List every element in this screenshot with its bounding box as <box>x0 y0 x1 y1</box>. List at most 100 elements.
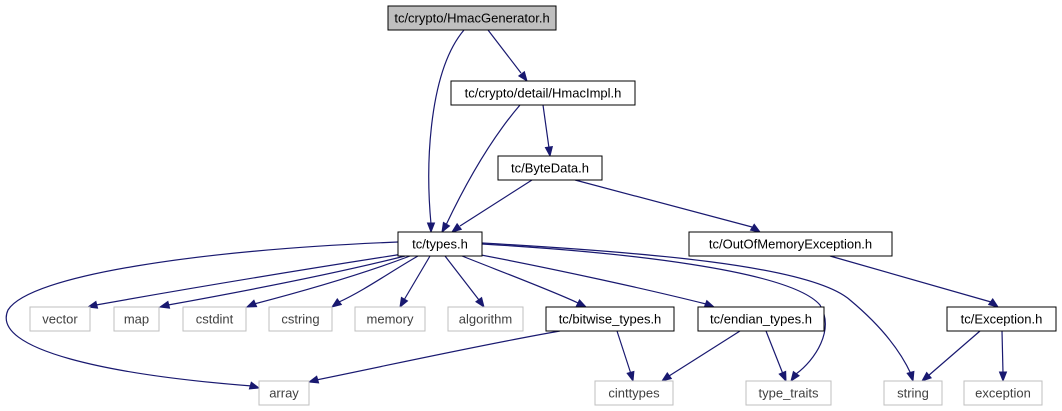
arrow-head-icon <box>790 370 800 383</box>
node-box <box>113 306 160 332</box>
node-label: exception <box>975 386 1031 401</box>
node-label: vector <box>42 312 78 327</box>
node-cstdint: cstdint <box>182 306 247 332</box>
edge-types-to-vector <box>86 253 404 309</box>
arrow-head-icon <box>158 300 171 309</box>
node-box <box>447 306 524 332</box>
arrow-head-icon <box>906 370 915 383</box>
arrow-head-icon <box>703 299 716 308</box>
edge-types-to-cstdint <box>245 255 411 308</box>
arrow-head-icon <box>441 221 451 234</box>
edge-line <box>403 255 431 301</box>
edge-bytedata-to-oom <box>574 179 762 233</box>
node-label: cstdint <box>196 312 234 327</box>
node-label: type_traits <box>759 386 819 401</box>
edge-root-to-types <box>426 29 465 234</box>
arrow-head-icon <box>626 370 635 383</box>
node-type-traits: type_traits <box>745 380 832 406</box>
edge-line <box>428 29 465 225</box>
edge-bytedata-to-types <box>450 179 533 233</box>
edge-types-to-array <box>5 241 399 390</box>
arrow-head-icon <box>245 299 258 308</box>
node-box <box>387 5 557 31</box>
node-bytedata[interactable]: tc/ByteData.h <box>497 155 603 181</box>
edge-bitwise-to-array <box>307 330 561 384</box>
edge-types-to-map <box>158 255 406 309</box>
arrow-head-icon <box>399 296 409 309</box>
edge-line <box>95 253 404 306</box>
node-box <box>745 380 832 406</box>
edge-line <box>167 255 406 306</box>
node-box <box>963 380 1043 406</box>
arrow-head-icon <box>307 375 320 384</box>
node-box <box>29 306 91 332</box>
node-cinttypes: cinttypes <box>594 380 674 406</box>
edge-line <box>253 255 411 305</box>
edge-endian-to-cinttypes <box>660 330 741 382</box>
edge-types-to-type_traits <box>481 243 826 383</box>
node-map: map <box>113 306 160 332</box>
arrow-head-icon <box>475 296 485 309</box>
node-label: string <box>897 386 929 401</box>
arrow-head-icon <box>778 370 787 383</box>
node-label: tc/types.h <box>412 237 468 252</box>
edge-line <box>1001 330 1004 374</box>
node-exception-h[interactable]: tc/Exception.h <box>946 306 1057 332</box>
node-box <box>268 306 333 332</box>
edge-line <box>481 242 912 375</box>
edge-root-to-hmacimpl <box>487 29 528 83</box>
edge-line <box>765 330 784 375</box>
node-label: tc/bitwise_types.h <box>559 312 662 327</box>
edge-line <box>616 330 632 375</box>
node-cstring: cstring <box>268 306 333 332</box>
edge-line <box>487 29 522 74</box>
node-exception: exception <box>963 380 1043 406</box>
node-types[interactable]: tc/types.h <box>397 231 483 257</box>
edge-endian-to-type_traits <box>765 330 787 383</box>
node-bitwise[interactable]: tc/bitwise_types.h <box>545 306 675 332</box>
node-label: array <box>269 386 299 401</box>
arrow-head-icon <box>998 371 1008 383</box>
node-label: algorithm <box>459 312 512 327</box>
edge-exception_h-to-exception <box>998 330 1008 383</box>
node-box <box>497 155 603 181</box>
node-hmacimpl[interactable]: tc/crypto/detail/HmacImpl.h <box>450 80 636 106</box>
node-box <box>946 306 1057 332</box>
edge-line <box>574 179 753 228</box>
node-box <box>354 306 426 332</box>
node-box <box>545 306 675 332</box>
arrow-head-icon <box>575 298 588 308</box>
arrow-head-icon <box>517 70 528 83</box>
arrow-head-icon <box>544 146 554 158</box>
edge-types-to-algorithm <box>444 255 485 309</box>
node-vector: vector <box>29 306 91 332</box>
node-algorithm: algorithm <box>447 306 524 332</box>
node-endian[interactable]: tc/endian_types.h <box>697 306 825 332</box>
edge-line <box>444 255 480 301</box>
edge-line <box>542 104 550 149</box>
edge-line <box>459 179 533 227</box>
edge-exception_h-to-string <box>920 330 981 382</box>
node-box <box>182 306 247 332</box>
edge-line <box>927 330 981 377</box>
edge-types-to-string <box>481 242 915 383</box>
arrow-head-icon <box>330 298 343 308</box>
arrow-head-icon <box>450 222 463 233</box>
node-memory: memory <box>354 306 426 332</box>
edge-line <box>461 255 579 304</box>
node-box <box>883 380 943 406</box>
node-root[interactable]: tc/crypto/HmacGenerator.h <box>387 5 557 31</box>
edge-types-to-cstring <box>330 255 419 308</box>
node-box <box>697 306 825 332</box>
edge-line <box>445 104 521 226</box>
node-label: tc/crypto/detail/HmacImpl.h <box>465 86 622 101</box>
node-label: map <box>124 312 149 327</box>
arrow-head-icon <box>987 298 1000 308</box>
node-label: cinttypes <box>608 386 660 401</box>
edge-line <box>475 253 707 305</box>
node-label: tc/endian_types.h <box>710 312 812 327</box>
arrow-head-icon <box>920 371 933 382</box>
node-oom[interactable]: tc/OutOfMemoryException.h <box>688 231 893 257</box>
node-box <box>688 231 893 257</box>
